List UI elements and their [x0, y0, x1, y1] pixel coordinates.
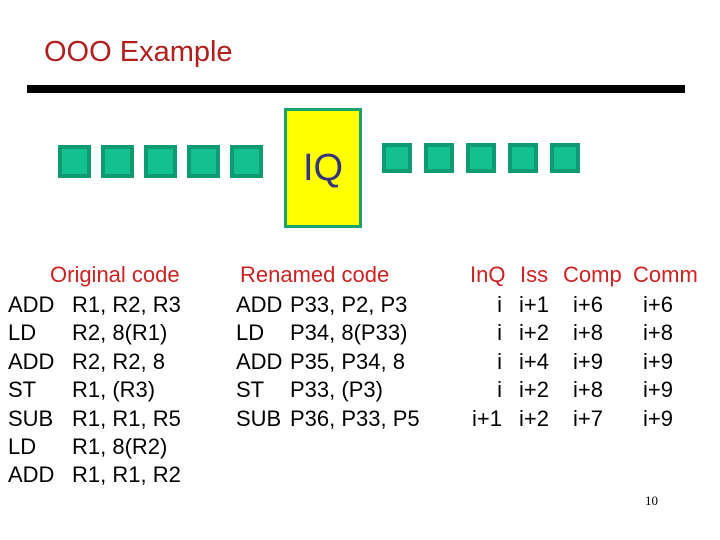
orig-operands: R2, 8(R1) — [72, 320, 168, 345]
orig-opcode: ADD — [8, 349, 55, 374]
header-original-code: Original code — [50, 262, 180, 287]
iq-box: IQ — [284, 108, 362, 228]
queue-slot — [187, 145, 220, 178]
orig-opcode: LD — [8, 434, 37, 459]
table-row: ADD R1, R1, R2 — [0, 462, 720, 490]
comm-value: i+8 — [643, 320, 673, 345]
slide-title: OOO Example — [44, 36, 233, 68]
orig-opcode: ADD — [8, 462, 55, 487]
orig-operands: R1, 8(R2) — [72, 434, 168, 459]
queue-slot — [101, 145, 134, 178]
orig-opcode: SUB — [8, 406, 54, 431]
queue-slot — [58, 145, 91, 178]
ren-opcode: SUB — [236, 406, 282, 431]
ren-opcode: ADD — [236, 292, 283, 317]
page-number: 10 — [645, 493, 658, 508]
orig-operands: R2, R2, 8 — [72, 349, 165, 374]
inq-value: i+1 — [472, 406, 502, 431]
queue-slot — [382, 143, 412, 173]
comp-value: i+9 — [573, 349, 603, 374]
orig-operands: R1, R2, R3 — [72, 292, 181, 317]
table-row: SUB R1, R1, R5 SUB P36, P33, P5 i+1 i+2 … — [0, 406, 720, 434]
header-comp: Comp — [563, 262, 622, 287]
inq-value: i — [497, 349, 502, 374]
comm-value: i+9 — [643, 377, 673, 402]
queue-slot — [466, 143, 496, 173]
queue-slot — [424, 143, 454, 173]
queue-slot — [550, 143, 580, 173]
queue-slot — [230, 145, 263, 178]
iss-value: i+4 — [519, 349, 549, 374]
comm-value: i+9 — [643, 406, 673, 431]
ren-operands: P36, P33, P5 — [290, 406, 420, 431]
iss-value: i+1 — [519, 292, 549, 317]
orig-operands: R1, (R3) — [72, 377, 156, 402]
header-comm: Comm — [633, 262, 698, 287]
comm-value: i+6 — [643, 292, 673, 317]
instruction-queue-left — [58, 145, 263, 178]
ren-operands: P33, (P3) — [290, 377, 383, 402]
table-row: ST R1, (R3) ST P33, (P3) i i+2 i+8 i+9 — [0, 377, 720, 405]
ren-operands: P35, P34, 8 — [290, 349, 405, 374]
orig-opcode: ST — [8, 377, 37, 402]
ren-operands: P34, 8(P33) — [290, 320, 408, 345]
comp-value: i+7 — [573, 406, 603, 431]
ren-operands: P33, P2, P3 — [290, 292, 408, 317]
inq-value: i — [497, 320, 502, 345]
instruction-queue-right — [382, 143, 580, 173]
table-row: ADD R2, R2, 8 ADD P35, P34, 8 i i+4 i+9 … — [0, 349, 720, 377]
header-renamed-code: Renamed code — [240, 262, 390, 287]
iq-label: IQ — [302, 147, 344, 189]
queue-slot — [144, 145, 177, 178]
ren-opcode: ADD — [236, 349, 283, 374]
orig-operands: R1, R1, R2 — [72, 462, 181, 487]
table-row: LD R2, 8(R1) LD P34, 8(P33) i i+2 i+8 i+… — [0, 320, 720, 348]
ren-opcode: ST — [236, 377, 265, 402]
comp-value: i+8 — [573, 320, 603, 345]
table-row: LD R1, 8(R2) — [0, 434, 720, 462]
header-inq: InQ — [470, 262, 506, 287]
title-divider — [27, 85, 685, 93]
inq-value: i — [497, 292, 502, 317]
header-iss: Iss — [520, 262, 549, 287]
iss-value: i+2 — [519, 320, 549, 345]
orig-operands: R1, R1, R5 — [72, 406, 181, 431]
iss-value: i+2 — [519, 406, 549, 431]
orig-opcode: ADD — [8, 292, 55, 317]
comp-value: i+6 — [573, 292, 603, 317]
comm-value: i+9 — [643, 349, 673, 374]
inq-value: i — [497, 377, 502, 402]
ren-opcode: LD — [236, 320, 265, 345]
table-row: ADD R1, R2, R3 ADD P33, P2, P3 i i+1 i+6… — [0, 292, 720, 320]
comp-value: i+8 — [573, 377, 603, 402]
orig-opcode: LD — [8, 320, 37, 345]
queue-slot — [508, 143, 538, 173]
iss-value: i+2 — [519, 377, 549, 402]
